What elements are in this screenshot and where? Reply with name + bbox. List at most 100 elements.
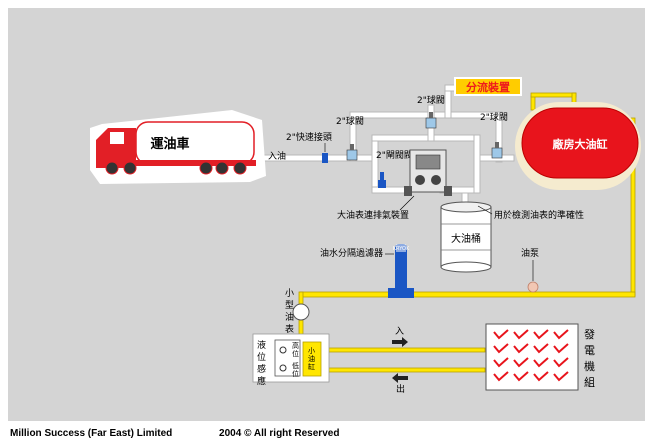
generator-mark — [553, 371, 569, 382]
svg-text:感: 感 — [257, 363, 266, 375]
generator-marks — [493, 329, 569, 382]
truck-cab — [96, 128, 136, 168]
oil-tanker-truck: 運油車 — [90, 110, 266, 184]
generator-mark — [513, 343, 529, 354]
generator-mark — [493, 357, 509, 368]
accuracy-check-label: 用於檢測油表的準確性 — [494, 209, 584, 221]
separator-filter — [388, 244, 414, 298]
svg-text:油: 油 — [308, 354, 315, 363]
ball-valve-a-label: 2"球閥 — [336, 115, 364, 127]
tank-vent-down — [571, 92, 577, 104]
gate-valve-icon — [378, 172, 386, 188]
quick-coupling-label: 2"快速接頭 — [286, 131, 332, 143]
truck-cab-window — [110, 132, 124, 144]
manifold-upper — [371, 134, 475, 142]
generator-mark — [493, 329, 509, 340]
svg-text:小: 小 — [285, 288, 294, 299]
factory-tank: 廠房大油缸 — [515, 102, 641, 190]
svg-text:表: 表 — [285, 323, 294, 335]
svg-text:液: 液 — [257, 339, 266, 351]
manifold-left-drop — [371, 134, 379, 194]
svg-text:小: 小 — [308, 346, 315, 355]
factory-tank-label: 廠房大油缸 — [553, 137, 608, 151]
ball-valve-a-icon — [346, 144, 358, 161]
inlet-label: 入油 — [268, 150, 286, 162]
low-level-label: 低 位 — [292, 361, 299, 378]
footer: Million Success (Far East) Limited 2004 … — [10, 428, 383, 439]
company-name: Million Success (Far East) Limited — [10, 428, 173, 439]
small-meter-icon — [292, 303, 310, 321]
generator-mark — [533, 329, 549, 340]
tank-vent-up — [530, 95, 536, 111]
bypass-top — [349, 111, 501, 119]
in-arrow-label: 入 — [395, 326, 404, 337]
big-drum-label: 大油桶 — [451, 232, 481, 245]
ball-valve-b-label: 2"球閥 — [417, 94, 445, 106]
small-meter-label: 小 型 油 表 — [285, 288, 294, 335]
small-tank-label: 小 油 缸 — [308, 346, 315, 371]
degas-meter-label: 大油表連排氣裝置 — [337, 209, 409, 221]
generator-mark — [553, 343, 569, 354]
out-arrow-icon — [392, 373, 408, 383]
generator-mark — [533, 343, 549, 354]
small-tank — [302, 341, 322, 377]
truck-wheel — [199, 161, 213, 175]
filter-brand-label: KRYOK — [393, 246, 410, 252]
generator-label: 發 電 機 組 — [584, 327, 595, 389]
diverter-hline — [444, 84, 456, 92]
generator-mark — [553, 357, 569, 368]
level-sensor-label: 液 位 感 應 — [257, 339, 266, 387]
small-tank-in — [324, 347, 486, 353]
low-level-sensor — [279, 364, 287, 372]
svg-text:型: 型 — [285, 300, 294, 311]
generator-set: 發 電 機 組 — [485, 323, 595, 391]
generator-mark — [533, 371, 549, 382]
svg-text:位: 位 — [292, 349, 299, 358]
generator-mark — [513, 357, 529, 368]
truck-wheel — [233, 161, 247, 175]
tanker-label: 運油車 — [150, 136, 189, 152]
bypass-right-down — [495, 111, 503, 163]
truck-wheel — [215, 161, 229, 175]
small-tank-out — [324, 367, 486, 373]
in-arrow-icon — [392, 337, 408, 347]
degas-meter-pointer — [399, 195, 415, 211]
truck-chassis — [96, 160, 256, 166]
svg-text:發: 發 — [584, 327, 595, 341]
svg-text:缸: 缸 — [308, 362, 315, 371]
out-arrow-label: 出 — [396, 383, 405, 395]
big-drum: 大油桶 — [440, 201, 492, 273]
svg-text:機: 機 — [584, 359, 595, 373]
high-level-sensor — [279, 346, 287, 354]
ball-valve-b-icon — [425, 112, 437, 129]
svg-text:低: 低 — [292, 361, 299, 370]
degas-meter-machine — [404, 149, 452, 196]
truck-wheel — [123, 161, 137, 175]
svg-text:電: 電 — [584, 344, 595, 357]
svg-text:高: 高 — [292, 341, 299, 350]
svg-text:應: 應 — [257, 375, 266, 387]
svg-text:位: 位 — [257, 351, 266, 363]
copyright-text: 2004 © All right Reserved — [219, 428, 340, 439]
ball-valve-c-label: 2"球閥 — [480, 111, 508, 123]
diverter-label: 分流裝置 — [454, 77, 522, 96]
separator-label: 油水分隔過濾器 — [320, 247, 383, 259]
generator-mark — [533, 357, 549, 368]
accuracy-check-pointer — [477, 205, 493, 215]
pump-label: 油泵 — [521, 247, 539, 259]
generator-mark — [553, 329, 569, 340]
generator-mark — [513, 329, 529, 340]
svg-text:組: 組 — [584, 376, 595, 389]
gate-valve-label: 2"閘閥閥 — [376, 150, 413, 161]
generator-mark — [493, 371, 509, 382]
pump-icon — [527, 260, 539, 293]
generator-mark — [513, 371, 529, 382]
main-yellow-line — [299, 291, 636, 298]
svg-text:位: 位 — [292, 369, 299, 378]
quick-coupling — [322, 153, 328, 163]
tank-vent-top — [530, 92, 577, 98]
high-level-label: 高 位 — [292, 341, 299, 358]
svg-text:油: 油 — [285, 311, 294, 323]
manifold-right-drop — [473, 134, 481, 194]
